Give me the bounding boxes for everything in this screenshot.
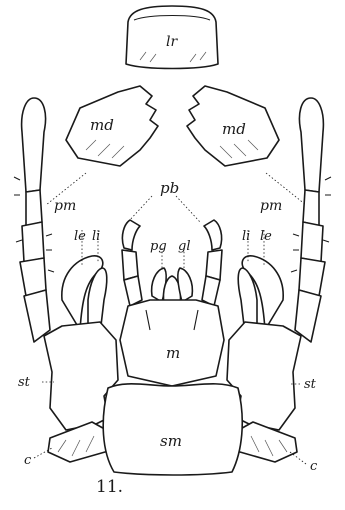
label-maxillary-palp-left: pm — [54, 198, 76, 214]
label-mandible-left: md — [90, 116, 114, 134]
label-labial-palp: pb — [160, 179, 179, 197]
label-cardo-right: c — [310, 459, 318, 474]
label-lacinia-inner-right: li — [242, 229, 250, 244]
label-stipes-right: st — [304, 377, 317, 392]
label-mandible-right: md — [222, 120, 246, 138]
label-submentum: sm — [160, 432, 182, 450]
submentum — [103, 384, 242, 475]
label-lacinia-inner-left: li — [92, 229, 100, 244]
label-lacinia-outer-right: le — [260, 229, 272, 244]
label-mentum: m — [166, 344, 180, 362]
label-glossa: gl — [178, 239, 190, 254]
figure-number: 11. — [96, 477, 123, 497]
label-cardo-left: c — [24, 453, 32, 468]
label-labrum: lr — [166, 34, 178, 50]
label-lacinia-outer-left: le — [74, 229, 86, 244]
label-paraglossa: pg — [150, 239, 167, 254]
label-maxillary-palp-right: pm — [260, 198, 282, 214]
label-stipes-left: st — [18, 375, 31, 390]
